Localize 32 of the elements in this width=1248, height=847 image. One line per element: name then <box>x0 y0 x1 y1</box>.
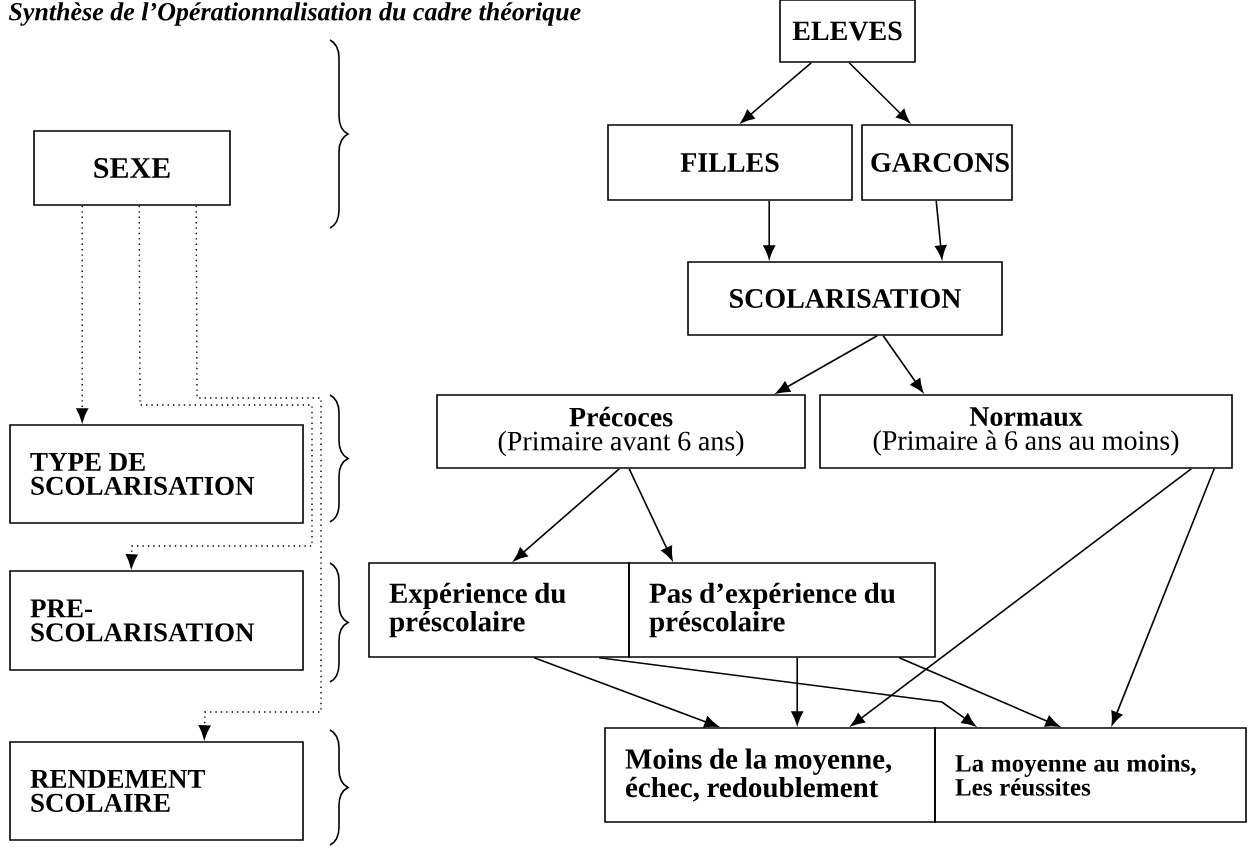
box: RENDEMENT SCOLAIRE <box>9 741 304 841</box>
arrow <box>848 62 910 123</box>
arrow <box>898 657 1060 727</box>
arrow <box>76 205 89 423</box>
arrow <box>1111 468 1215 726</box>
arrow <box>763 200 776 259</box>
arrow <box>776 335 878 394</box>
box: Pas d’expérience du préscolaire <box>628 562 936 658</box>
arrow <box>598 657 976 727</box>
arrow <box>533 657 719 728</box>
box: Moins de la moyenne, échec, redoublement <box>604 727 936 823</box>
arrow <box>628 468 673 561</box>
arrow <box>195 205 322 740</box>
box: GARCONS <box>861 124 1013 201</box>
arrow <box>934 200 947 259</box>
box: Précoces (Primaire avant 6 ans) <box>436 394 806 469</box>
box: Normaux (Primaire à 6 ans au moins) <box>819 394 1233 469</box>
box: Expérience du préscolaire <box>368 562 630 658</box>
box: SCOLARISATION <box>687 261 1003 336</box>
box: TYPE DE SCOLARISATION <box>9 424 304 524</box>
arrow <box>791 657 804 725</box>
arrow <box>882 335 924 393</box>
arrow <box>850 468 1192 727</box>
box: SEXE <box>33 130 231 206</box>
title: Synthèse de l’Opérationnalisation du cadre théorique <box>8 2 581 26</box>
box: ELEVES <box>779 0 916 63</box>
arrow <box>740 62 812 123</box>
box: FILLES <box>607 124 853 201</box>
box: La moyenne au moins, Les réussites <box>934 727 1247 823</box>
arrow <box>125 205 313 569</box>
arrow <box>513 468 620 561</box>
box: PRE-SCOLARISATION <box>9 570 304 671</box>
